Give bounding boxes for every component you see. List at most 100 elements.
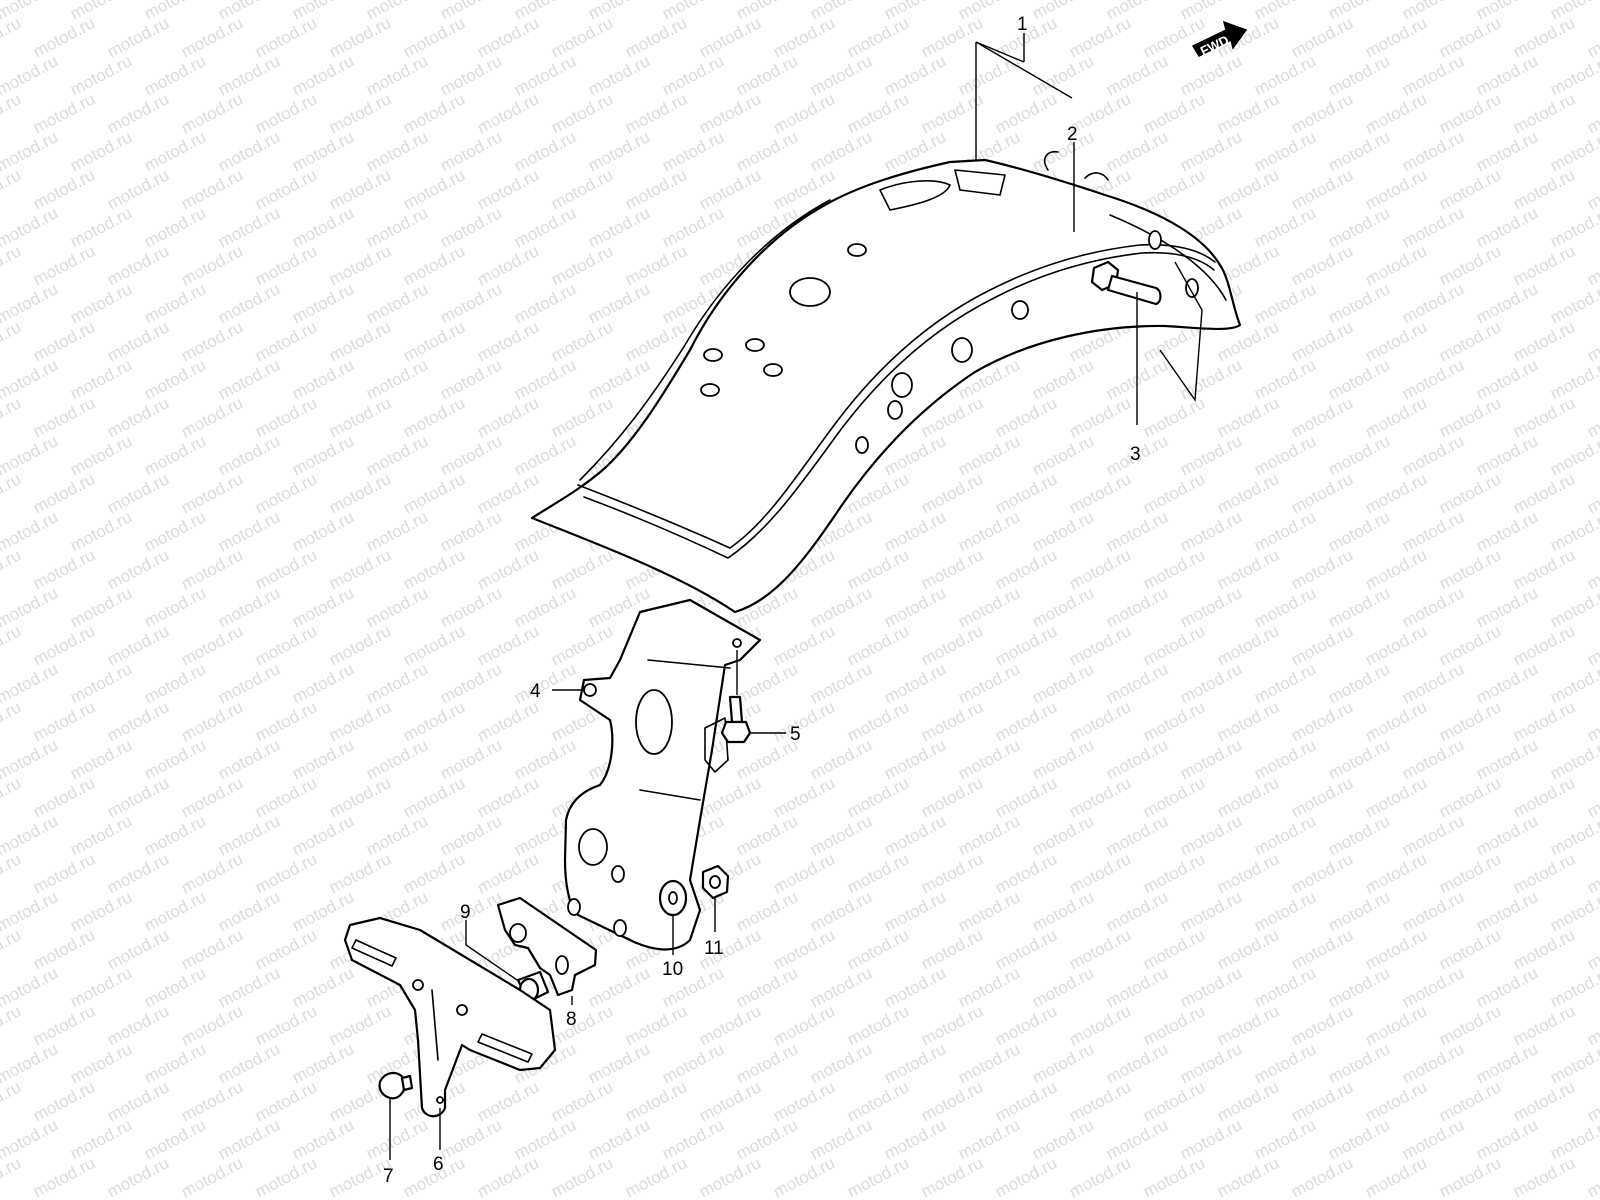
watermark-text: motod.ru <box>992 393 1060 441</box>
watermark-text: motod.ru <box>141 1115 209 1163</box>
watermark-text: motod.ru <box>1584 773 1600 821</box>
watermark-text: motod.ru <box>622 1153 690 1200</box>
watermark-text: motod.ru <box>1251 127 1319 175</box>
watermark-text: motod.ru <box>0 317 24 365</box>
fender-hole <box>703 348 723 362</box>
bracket-lower-hole <box>578 828 608 866</box>
watermark-text: motod.ru <box>141 51 209 99</box>
watermark-text: motod.ru <box>1140 89 1208 137</box>
watermark-text: motod.ru <box>1325 203 1393 251</box>
watermark-text: motod.ru <box>696 1153 764 1200</box>
watermark-text: motod.ru <box>992 697 1060 745</box>
watermark-text: motod.ru <box>733 659 801 707</box>
watermark-text: motod.ru <box>1473 1039 1541 1087</box>
washer-part-10 <box>658 879 688 917</box>
watermark-text: motod.ru <box>289 355 357 403</box>
clip-head <box>378 1071 407 1100</box>
watermark-text: motod.ru <box>215 659 283 707</box>
fender-hole <box>1148 230 1162 250</box>
watermark-text: motod.ru <box>400 89 468 137</box>
watermark-text: motod.ru <box>30 697 98 745</box>
watermark-text: motod.ru <box>252 1001 320 1049</box>
clip-part-7 <box>378 1071 414 1100</box>
watermark-text: motod.ru <box>1029 1039 1097 1087</box>
watermark-text: motod.ru <box>326 697 394 745</box>
watermark-text: motod.ru <box>67 507 135 555</box>
watermark-text: motod.ru <box>1214 849 1282 897</box>
watermark-text: motod.ru <box>104 469 172 517</box>
watermark-text: motod.ru <box>1547 811 1600 859</box>
watermark-text: motod.ru <box>104 773 172 821</box>
watermark-text: motod.ru <box>289 887 357 935</box>
watermark-text: motod.ru <box>141 127 209 175</box>
watermark-text: motod.ru <box>585 355 653 403</box>
watermark-text: motod.ru <box>252 773 320 821</box>
watermark-text: motod.ru <box>992 773 1060 821</box>
watermark-text: motod.ru <box>1140 697 1208 745</box>
watermark-text: motod.ru <box>1510 697 1578 745</box>
watermark-text: motod.ru <box>548 317 616 365</box>
watermark-text: motod.ru <box>955 431 1023 479</box>
callouts: 1 2 3 4 5 6 7 8 9 10 11 <box>383 14 1141 1187</box>
plate-bracket-body <box>496 896 598 997</box>
watermark-text: motod.ru <box>215 811 283 859</box>
watermark-text: motod.ru <box>1029 887 1097 935</box>
watermark-text: motod.ru <box>30 165 98 213</box>
watermark-text: motod.ru <box>178 925 246 973</box>
watermark-text: motod.ru <box>30 849 98 897</box>
watermark-text: motod.ru <box>1510 317 1578 365</box>
watermark-text: motod.ru <box>30 393 98 441</box>
watermark-text: motod.ru <box>1288 469 1356 517</box>
watermark-text: motod.ru <box>289 51 357 99</box>
washer-inner <box>668 891 678 905</box>
watermark-text: motod.ru <box>363 203 431 251</box>
watermark-text: motod.ru <box>30 1077 98 1125</box>
watermark-text: motod.ru <box>1325 659 1393 707</box>
watermark-text: motod.ru <box>215 887 283 935</box>
watermark-text: motod.ru <box>1399 583 1467 631</box>
watermark-text: motod.ru <box>1214 393 1282 441</box>
watermark-text: motod.ru <box>1029 811 1097 859</box>
watermark-text: motod.ru <box>400 241 468 289</box>
watermark-text: motod.ru <box>474 621 542 669</box>
watermark-text: motod.ru <box>955 583 1023 631</box>
watermark-text: motod.ru <box>1362 697 1430 745</box>
watermark-text: motod.ru <box>0 469 24 517</box>
watermark-text: motod.ru <box>1584 241 1600 289</box>
watermark-text: motod.ru <box>0 545 24 593</box>
watermark-text: motod.ru <box>918 545 986 593</box>
watermark-text: motod.ru <box>955 1115 1023 1163</box>
watermark-text: motod.ru <box>992 621 1060 669</box>
callout-3: 3 <box>1130 444 1141 465</box>
watermark-text: motod.ru <box>1399 1115 1467 1163</box>
watermark-text: motod.ru <box>548 1001 616 1049</box>
watermark-text: motod.ru <box>770 849 838 897</box>
watermark-text: motod.ru <box>1288 165 1356 213</box>
watermark-text: motod.ru <box>104 849 172 897</box>
watermark-text: motod.ru <box>215 51 283 99</box>
watermark-text: motod.ru <box>474 13 542 61</box>
watermark-text: motod.ru <box>807 51 875 99</box>
watermark-text: motod.ru <box>67 355 135 403</box>
watermark-text: motod.ru <box>992 1153 1060 1200</box>
bracket-fold-line <box>647 659 731 669</box>
watermark-text: motod.ru <box>1362 13 1430 61</box>
plate-bracket-hole <box>555 955 569 975</box>
watermark-text: motod.ru <box>1251 811 1319 859</box>
watermark-text: motod.ru <box>548 1077 616 1125</box>
watermark-text: motod.ru <box>622 13 690 61</box>
watermark-text: motod.ru <box>289 963 357 1011</box>
watermark-text: motod.ru <box>1029 963 1097 1011</box>
watermark-text: motod.ru <box>622 165 690 213</box>
fender-hook <box>1043 150 1059 171</box>
watermark-text: motod.ru <box>215 355 283 403</box>
watermark-text: motod.ru <box>770 697 838 745</box>
watermark-text: motod.ru <box>178 1153 246 1200</box>
watermark-text: motod.ru <box>1288 1153 1356 1200</box>
watermark-text: motod.ru <box>363 811 431 859</box>
watermark-text: motod.ru <box>1584 697 1600 745</box>
watermark-text: motod.ru <box>1510 545 1578 593</box>
callout-8: 8 <box>566 1009 577 1030</box>
watermark-text: motod.ru <box>770 773 838 821</box>
